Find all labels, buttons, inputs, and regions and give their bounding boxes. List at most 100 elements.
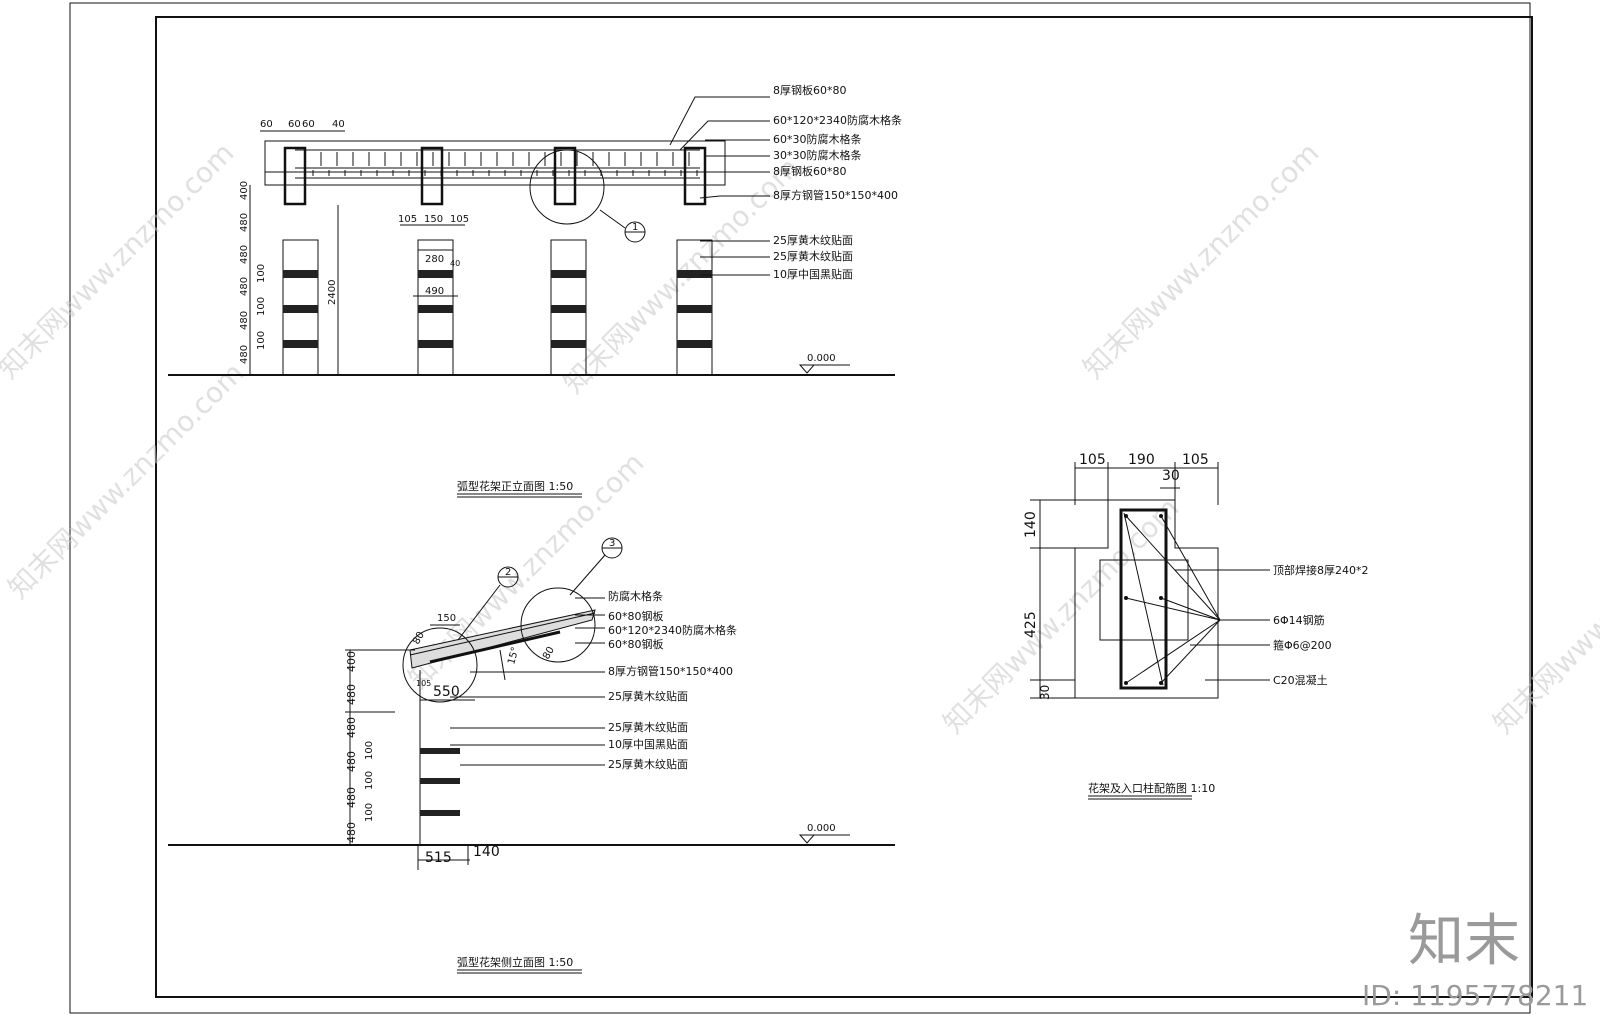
dim-label: 60 — [260, 119, 273, 130]
watermark-text: 知末网www.znzmo.com — [2, 356, 251, 605]
dim-label: 100 — [256, 264, 267, 283]
outer-frame — [69, 2, 1531, 1014]
dim-label: 480 — [345, 684, 358, 705]
callout-label: 60*120*2340防腐木格条 — [608, 623, 737, 637]
veneer-band — [551, 340, 586, 348]
veneer-band — [418, 305, 453, 313]
detail-marker-label: 1 — [632, 222, 638, 233]
detail-marker-label: 3 — [609, 538, 615, 549]
dim-label: 105 — [398, 214, 417, 225]
detail-circle — [520, 587, 596, 663]
dim-label: 480 — [345, 822, 358, 843]
dim-label: 480 — [345, 751, 358, 772]
dim-label: 400 — [345, 651, 358, 672]
level-label: 0.000 — [807, 823, 836, 834]
dim-label: 100 — [364, 803, 375, 822]
dim-label: 105 — [450, 214, 469, 225]
inner-frame — [155, 16, 1533, 998]
veneer-band — [677, 305, 712, 313]
dim-label: 425 — [1023, 611, 1039, 638]
front-elevation: 1 0.000 60 60 60 40 400 480 480 480 480 … — [168, 83, 902, 498]
dim-label: 550 — [433, 684, 460, 700]
rebar-section: 顶部焊接8厚240*2 6Φ14钢筋 箍Φ6@200 C20混凝土 105 19… — [1023, 452, 1369, 800]
front-view-title: 弧型花架正立面图 1:50 — [457, 479, 573, 493]
callout-label: 顶部焊接8厚240*2 — [1273, 563, 1369, 577]
callout-label: 60*120*2340防腐木格条 — [773, 113, 902, 127]
detail-circle — [402, 627, 478, 703]
veneer-band — [283, 270, 318, 278]
dim-label: 480 — [239, 345, 250, 364]
callout-label: 6Φ14钢筋 — [1273, 613, 1325, 627]
callout-label: 8厚钢板60*80 — [773, 164, 847, 178]
callout-label: 防腐木格条 — [608, 589, 663, 603]
dim-label: 40 — [332, 119, 345, 130]
dim-label: 100 — [364, 741, 375, 760]
callout-label: 25厚黄木纹贴面 — [608, 689, 688, 703]
callout-label: 10厚中国黑贴面 — [773, 267, 853, 281]
callout-label: 箍Φ6@200 — [1273, 638, 1332, 652]
dim-label: 60 — [288, 119, 301, 130]
detail-circle — [529, 149, 605, 225]
column-bands — [283, 270, 712, 348]
dim-label: 515 — [425, 850, 452, 866]
base-plate — [1099, 559, 1189, 641]
dim-label: 30 — [1162, 468, 1180, 484]
callout-label: 60*80钢板 — [608, 609, 664, 623]
dim-label: 480 — [345, 787, 358, 808]
callout-label: 10厚中国黑贴面 — [608, 737, 688, 751]
veneer-band — [420, 778, 460, 784]
dim-label: 140 — [473, 844, 500, 860]
callout-label: C20混凝土 — [1273, 673, 1328, 687]
watermark-text: 知末网www.znzmo.com — [1077, 136, 1326, 385]
total-height-label: 2400 — [327, 280, 338, 305]
veneer-band — [551, 305, 586, 313]
dim-label: 150 — [424, 214, 443, 225]
watermark-text: 知末网www.znzmo.com — [937, 491, 1186, 740]
side-column-bands — [420, 748, 460, 816]
watermark-text: 知末网www.znzmo.com — [1487, 491, 1600, 740]
callout-label: 8厚钢板60*80 — [773, 83, 847, 97]
rebar-cage — [1119, 508, 1168, 690]
dim-label: 60 — [302, 119, 315, 130]
brand-logo: 知末 — [1408, 909, 1520, 974]
dim-label: 105 — [1079, 452, 1106, 468]
beam-slats — [304, 152, 698, 176]
watermark-text: 知末网www.znzmo.com — [0, 136, 240, 385]
callout-label: 60*30防腐木格条 — [773, 132, 862, 146]
dim-label: 30 — [1038, 685, 1052, 700]
level-marker — [798, 364, 816, 374]
dim-label: 480 — [239, 311, 250, 330]
dim-label: 150 — [437, 613, 456, 624]
dim-label: 280 — [425, 254, 444, 265]
side-view-title: 弧型花架侧立面图 1:50 — [457, 955, 573, 969]
section-title: 花架及入口柱配筋图 1:10 — [1088, 781, 1215, 795]
level-label: 0.000 — [807, 353, 836, 364]
dim-label: 480 — [345, 717, 358, 738]
dim-label: 140 — [1023, 511, 1039, 538]
veneer-band — [551, 270, 586, 278]
dim-label: 100 — [364, 771, 375, 790]
veneer-band — [283, 305, 318, 313]
callout-leaders — [669, 96, 770, 276]
callout-label: 8厚方钢管150*150*400 — [608, 664, 733, 678]
dim-label: 80 — [411, 630, 427, 647]
callout-label: 60*80钢板 — [608, 637, 664, 651]
dim-label: 100 — [256, 331, 267, 350]
detail-marker-label: 2 — [505, 567, 511, 578]
callout-leaders — [450, 597, 605, 766]
dim-label: 190 — [1128, 452, 1155, 468]
dim-label: 100 — [256, 297, 267, 316]
callout-leaders — [1125, 515, 1270, 684]
veneer-band — [677, 340, 712, 348]
callout-label: 25厚黄木纹贴面 — [608, 757, 688, 771]
callout-label: 8厚方钢管150*150*400 — [773, 188, 898, 202]
angle-label: 15° — [506, 646, 521, 666]
callout-label: 25厚黄木纹贴面 — [608, 720, 688, 734]
veneer-band — [418, 340, 453, 348]
sloped-beam — [409, 609, 596, 669]
dim-label: 480 — [239, 213, 250, 232]
dim-label: 480 — [239, 245, 250, 264]
dim-label: 490 — [425, 286, 444, 297]
side-elevation: 2 3 150 80 80 15° 400 480 480 480 480 48… — [168, 537, 895, 974]
